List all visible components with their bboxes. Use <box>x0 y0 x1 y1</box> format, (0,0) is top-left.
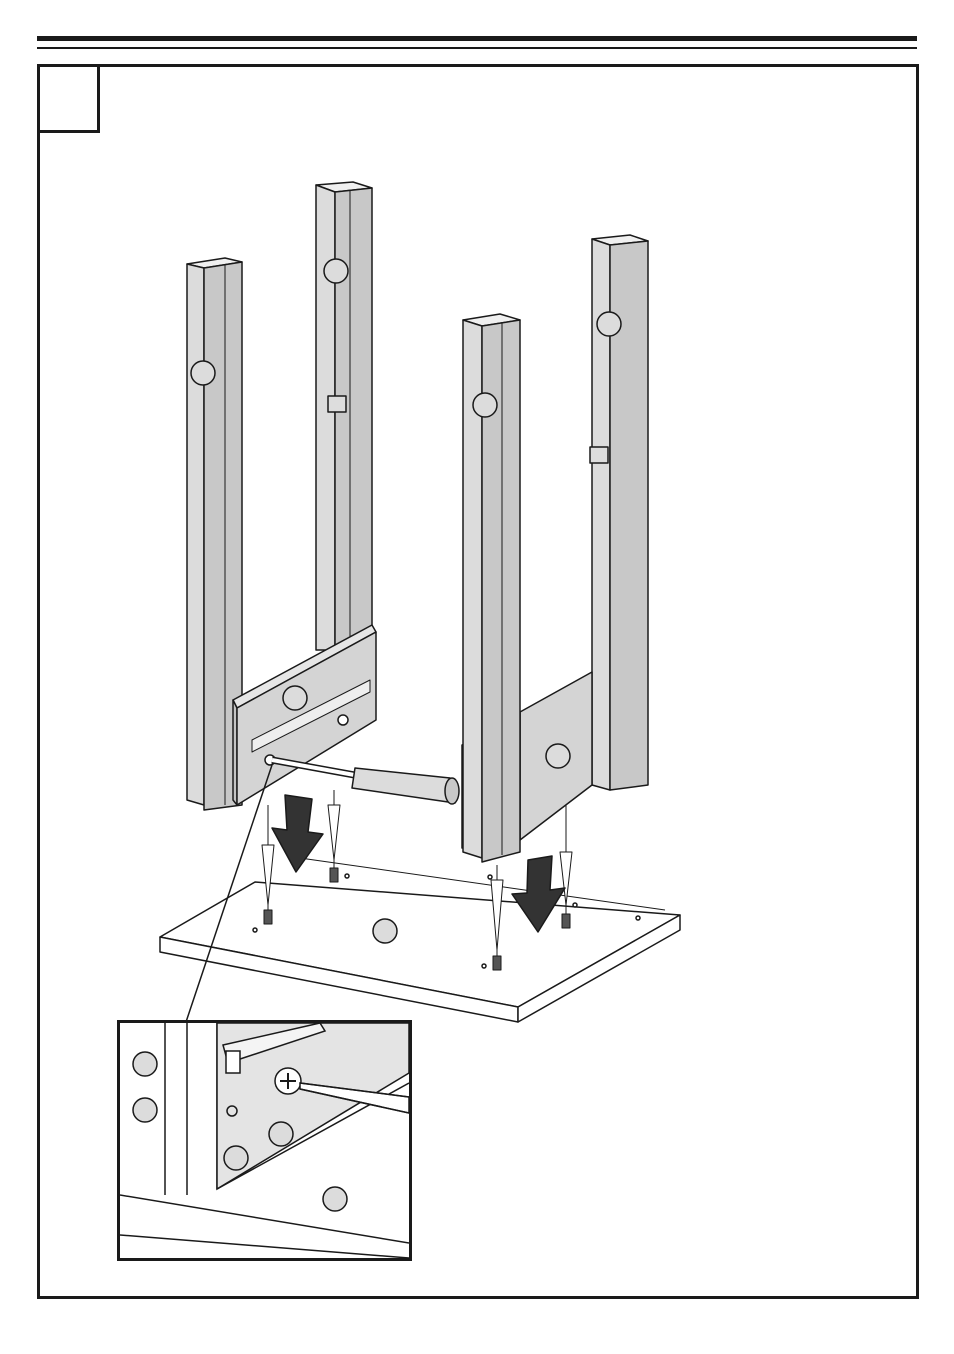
down-arrow-right <box>511 855 566 933</box>
detail-inset <box>117 1020 412 1261</box>
screwdriver <box>271 756 460 805</box>
header-rule-thick <box>37 36 917 41</box>
step-frame <box>37 64 919 1299</box>
header-rule-thin <box>37 47 917 49</box>
leg-front-right <box>462 313 521 863</box>
dowel-pins <box>261 790 573 971</box>
detail-illustration <box>120 1023 409 1258</box>
leg-back-right <box>589 234 649 791</box>
down-arrow-left <box>271 794 324 873</box>
tabletop <box>159 857 681 1023</box>
leg-front-left <box>186 257 243 811</box>
step-number-box <box>37 64 100 133</box>
callout-leader <box>185 764 273 1023</box>
leg-back-left <box>315 181 373 651</box>
